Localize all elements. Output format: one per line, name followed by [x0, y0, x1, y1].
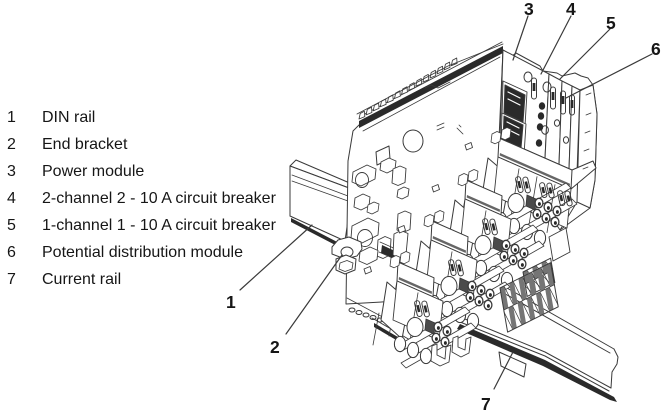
svg-text:5: 5 — [606, 13, 616, 33]
svg-text:3: 3 — [524, 0, 534, 19]
svg-text:1: 1 — [226, 292, 236, 312]
svg-text:6: 6 — [651, 39, 661, 59]
svg-text:7: 7 — [481, 394, 491, 412]
svg-text:2: 2 — [270, 337, 280, 357]
svg-text:4: 4 — [566, 0, 576, 19]
